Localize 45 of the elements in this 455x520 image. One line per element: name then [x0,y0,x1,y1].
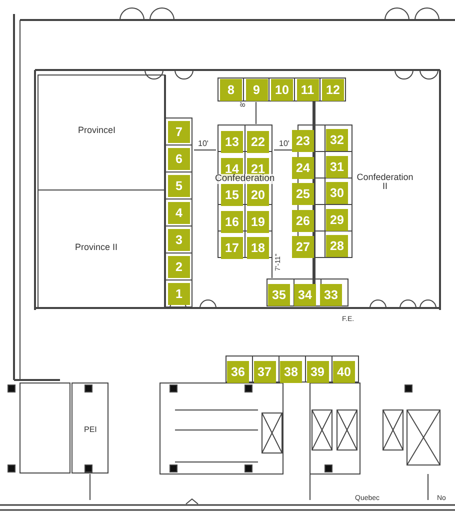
dimension-label: 10' [198,140,208,148]
room-label: Province II [75,243,118,252]
booth-marker: 2 [168,256,190,278]
dimension-label: 10' [279,140,290,148]
booth-marker: 24 [292,156,314,178]
booth-marker: 37 [254,361,276,383]
booth-marker: 39 [306,361,328,383]
booth-marker: 1 [168,283,190,305]
booth-marker: 25 [292,183,314,205]
booth-marker: 28 [326,235,348,257]
booth-marker: 23 [292,130,314,152]
booth-marker: 17 [221,237,243,259]
booth-marker: 20 [247,184,269,206]
booth-marker: 9 [246,79,268,101]
booth-marker: 35 [268,284,290,306]
booth-marker: 13 [221,131,243,153]
booth-marker: 4 [168,202,190,224]
room-label: PEI [84,426,97,434]
booth-marker: 3 [168,229,190,251]
room-label: Confederation [215,174,275,184]
booth-marker: 16 [221,210,243,232]
booth-marker: 7 [168,121,190,143]
room-label: Confederation II [356,173,414,191]
room-label: ProvinceI [78,126,116,135]
booth-marker: 12 [322,79,344,101]
booth-marker: 36 [227,361,249,383]
booth-marker: 30 [326,182,348,204]
booth-marker: 38 [280,361,302,383]
booth-marker: 18 [247,237,269,259]
booth-marker: 32 [326,129,348,151]
booth-marker: 5 [168,175,190,197]
booth-marker: 10 [271,79,293,101]
booth-marker: 40 [333,361,355,383]
booth-marker: 11 [296,79,318,101]
booth-marker: 15 [221,184,243,206]
booth-marker: 22 [247,131,269,153]
booth-marker: 29 [326,208,348,230]
booth-marker: 26 [292,210,314,232]
booth-marker: 34 [294,284,316,306]
booth-marker: 8 [220,79,242,101]
booth-marker: 31 [326,156,348,178]
booth-marker: 33 [320,284,342,306]
booth-marker: 27 [292,236,314,258]
booth-marker: 19 [247,210,269,232]
booth-marker: 6 [168,148,190,170]
